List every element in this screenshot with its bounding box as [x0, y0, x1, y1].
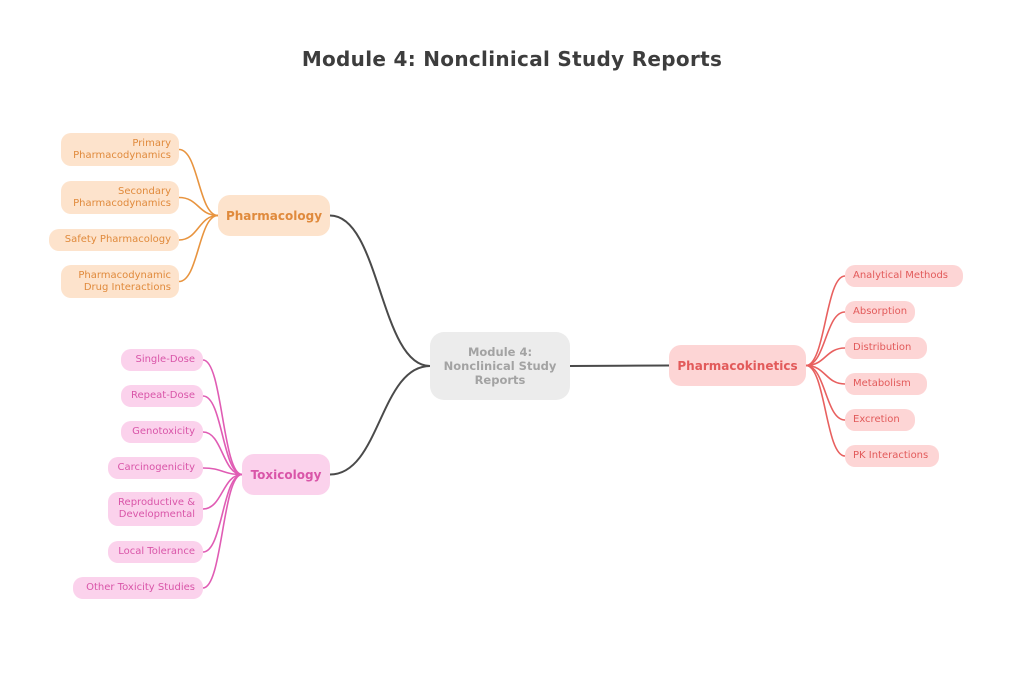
edge-root-pharmacology	[329, 214, 431, 367]
branch-node-pharmacokinetics[interactable]: Pharmacokinetics	[669, 345, 806, 386]
leaf-node-genotoxicity[interactable]: Genotoxicity	[121, 421, 203, 443]
leaf-node-metabolism[interactable]: Metabolism	[845, 373, 927, 395]
edge-leaf-node-repeat-dose	[202, 395, 243, 476]
leaf-node-distribution[interactable]: Distribution	[845, 337, 927, 359]
edge-leaf-node-analytical-methods	[805, 275, 846, 367]
edge-leaf-node-pk-interactions	[805, 364, 846, 457]
root-node[interactable]: Module 4: Nonclinical Study Reports	[430, 332, 570, 400]
edge-leaf-node-other-toxicity-studies	[202, 473, 243, 589]
edge-root-toxicology	[329, 365, 431, 476]
edge-leaf-node-single-dose	[202, 359, 243, 476]
leaf-node-pk-interactions[interactable]: PK Interactions	[845, 445, 939, 467]
leaf-node-primary-pharmacodynamics[interactable]: Primary Pharmacodynamics	[61, 133, 179, 166]
leaf-node-local-tolerance[interactable]: Local Tolerance	[108, 541, 203, 563]
edge-root-pharmacokinetics	[569, 364, 670, 367]
leaf-node-analytical-methods[interactable]: Analytical Methods	[845, 265, 963, 287]
branch-node-toxicology[interactable]: Toxicology	[242, 454, 330, 495]
edge-leaf-node-genotoxicity	[202, 431, 243, 476]
edge-leaf-node-local-tolerance	[202, 473, 243, 553]
edge-leaf-node-secondary-pharmacodynamics	[178, 196, 219, 217]
edge-leaf-node-primary-pharmacodynamics	[178, 148, 219, 217]
leaf-node-secondary-pharmacodynamics[interactable]: Secondary Pharmacodynamics	[61, 181, 179, 214]
leaf-node-single-dose[interactable]: Single-Dose	[121, 349, 203, 371]
branch-node-pharmacology[interactable]: Pharmacology	[218, 195, 330, 236]
leaf-node-other-toxicity-studies[interactable]: Other Toxicity Studies	[73, 577, 203, 599]
leaf-node-safety-pharmacology[interactable]: Safety Pharmacology	[49, 229, 179, 251]
leaf-node-reproductive-developmental[interactable]: Reproductive & Developmental	[108, 492, 203, 526]
edge-leaf-node-absorption	[805, 311, 846, 367]
leaf-node-carcinogenicity[interactable]: Carcinogenicity	[108, 457, 203, 479]
leaf-node-repeat-dose[interactable]: Repeat-Dose	[121, 385, 203, 407]
edge-leaf-node-pharmacodynamic-drug-interactions	[178, 214, 219, 283]
leaf-node-pharmacodynamic-drug-interactions[interactable]: Pharmacodynamic Drug Interactions	[61, 265, 179, 298]
edge-leaf-node-safety-pharmacology	[178, 214, 219, 241]
mindmap-title: Module 4: Nonclinical Study Reports	[301, 47, 723, 71]
leaf-node-excretion[interactable]: Excretion	[845, 409, 915, 431]
leaf-node-absorption[interactable]: Absorption	[845, 301, 915, 323]
edge-leaf-node-distribution	[805, 347, 846, 367]
